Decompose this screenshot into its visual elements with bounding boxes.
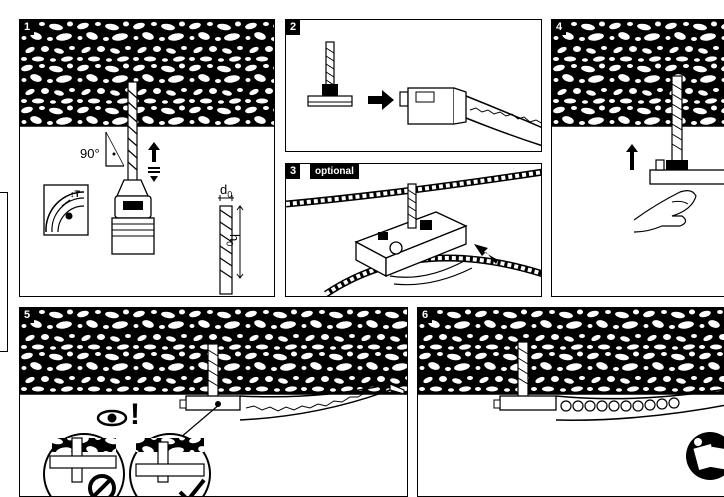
setting-tool	[179, 383, 405, 439]
step-number: 5	[20, 308, 35, 323]
step-5-illustration	[20, 308, 407, 496]
concrete-ceiling	[552, 20, 724, 126]
angle-label: 90°	[80, 146, 100, 161]
read-manual-icon	[686, 432, 724, 480]
up-down-arrow-icon	[148, 142, 160, 182]
drill-mode-icon: ↕T	[43, 184, 89, 236]
step-2-illustration	[307, 41, 541, 147]
anchor-in-hole	[666, 75, 688, 170]
concrete-ceiling	[418, 308, 724, 394]
eye-icon	[96, 409, 128, 427]
concrete-ceiling	[20, 20, 274, 126]
left-edge-frame	[0, 192, 8, 352]
warning-mark: !	[130, 398, 140, 431]
anchor-on-plate	[307, 41, 353, 107]
step-number: 3	[286, 164, 301, 179]
diameter-subscript: 0	[227, 189, 233, 200]
drill-chuck	[111, 179, 155, 255]
right-angle-symbol	[105, 131, 125, 167]
step-4-panel: 4	[551, 19, 724, 297]
anchor-bolt	[407, 183, 417, 229]
step-4-illustration	[552, 20, 724, 233]
drill-bit	[127, 81, 138, 183]
optional-tag: optional	[310, 164, 359, 179]
hand	[633, 190, 697, 233]
svg-text:↕T: ↕T	[70, 189, 81, 199]
multi-magazine-tool	[354, 211, 473, 286]
insert-arrow-icon	[474, 244, 498, 264]
diameter-label: d0	[220, 182, 232, 200]
anchor-magazine-strip	[560, 397, 680, 412]
drill-bit-dimension-drawing	[218, 195, 244, 295]
step-5-panel: 5 !	[19, 307, 408, 497]
setting-tool-loaded	[493, 388, 724, 421]
setting-tool	[399, 87, 541, 147]
detail-circle-right	[129, 433, 211, 496]
depth-subscript: 0	[224, 241, 235, 247]
detail-circle-left	[43, 433, 125, 496]
anchor-bolt	[517, 341, 529, 399]
step-number: 2	[286, 20, 301, 35]
step-1-panel: ↕T 1 90° d0 h0	[19, 19, 275, 297]
step-number: 1	[20, 20, 35, 35]
step-1-illustration: ↕T	[20, 20, 274, 295]
right-arrow-icon	[368, 90, 394, 110]
diameter-symbol: d	[220, 182, 228, 197]
step-2-panel: 2	[285, 19, 542, 152]
step-number: 4	[552, 20, 567, 35]
step-6-panel: 6	[417, 307, 724, 497]
anchor-bolt	[207, 343, 219, 399]
setting-tool	[649, 159, 724, 185]
up-arrow-icon	[626, 144, 638, 170]
step-3-illustration	[286, 168, 541, 296]
depth-label: h0	[224, 234, 242, 246]
step-6-illustration	[418, 308, 724, 480]
step-number: 6	[418, 308, 433, 323]
step-3-panel: 3 optional	[285, 163, 542, 297]
